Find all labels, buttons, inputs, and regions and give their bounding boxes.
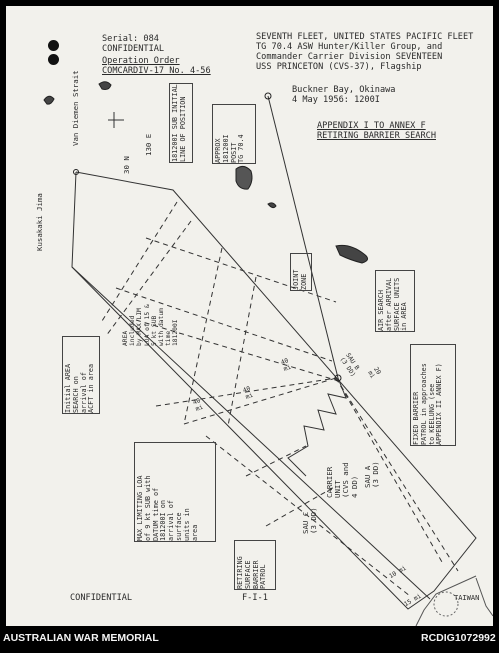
- archive-record-id: RCDIG1072992: [421, 632, 496, 644]
- compass-rose: [433, 591, 459, 617]
- date-time-line: 4 May 1956: 1200I: [292, 95, 380, 105]
- serial-number: Serial: 084: [102, 34, 159, 44]
- island-start-marker: [73, 169, 79, 175]
- initial-area-search-box: Initial AREA SEARCH on arrival of ACFT i…: [62, 336, 100, 414]
- page-number: F-I-1: [242, 593, 268, 603]
- strait-label: Van Diemen Strait: [71, 70, 80, 146]
- datum-marker: [334, 374, 342, 382]
- sau-a-label: SAU A (3 DD): [363, 461, 381, 488]
- operation-order-number: COMCARDIV-17 No. 4-56: [102, 66, 211, 76]
- classification-top: CONFIDENTIAL: [102, 44, 165, 54]
- sau-c-label: SAU C (3 DD): [301, 507, 319, 534]
- island-amami: [235, 165, 253, 190]
- barrier-search-chart: [43, 81, 493, 626]
- island-strait: [43, 95, 55, 105]
- appendix-subtitle: RETIRING BARRIER SEARCH: [317, 131, 436, 141]
- location-line: Buckner Bay, Okinawa: [292, 85, 396, 95]
- island-okinawa: [335, 244, 368, 264]
- flagship-line: USS PRINCETON (CVS-37), Flagship: [256, 62, 422, 72]
- classification-bottom: CONFIDENTIAL: [70, 593, 133, 603]
- group-line: TG 70.4 ASW Hunter/Killer Group, and: [256, 42, 443, 52]
- punch-hole-bottom: [48, 54, 59, 65]
- taiwan-coast: [415, 575, 493, 626]
- limiting-line: [71, 266, 431, 600]
- area-included-label: AREA included by MAX LIM LOA of 15 & 5 k…: [122, 304, 180, 346]
- sub-initial-position-box: 181200I SUB INITIAL LINE OF POSITION: [169, 83, 193, 163]
- operation-order-title: Operation Order: [102, 56, 180, 66]
- retiring-barrier-box: RETIRING SURFACE BARRIER PATROL: [234, 540, 276, 590]
- island-label: Kusakaki Jima: [35, 193, 44, 251]
- island-tokara: [267, 202, 277, 209]
- commander-line: Commander Carrier Division SEVENTEEN: [256, 52, 443, 62]
- max-limiting-loa-box: MAX LIMITING LOA of 9 kt SUB with DATUM …: [134, 442, 216, 542]
- barrier-zigzag: [287, 377, 347, 477]
- dashed-boundaries: [101, 201, 459, 597]
- tg-posit-marker: [264, 92, 272, 100]
- fixed-barrier-box: FIXED BARRIER PATROL in approaches to KE…: [410, 344, 456, 446]
- air-search-box: AIR SEARCH after ARRIVAL SURFACE UNITS i…: [375, 270, 415, 332]
- punch-hole-top: [48, 40, 59, 51]
- document-page: Serial: 084 CONFIDENTIAL Operation Order…: [6, 6, 493, 626]
- carrier-unit-label: CARRIER UNIT (CVS and 4 DD): [325, 462, 359, 498]
- fleet-line: SEVENTH FLEET, UNITED STATES PACIFIC FLE…: [256, 32, 474, 42]
- longitude-label: 130 E: [144, 133, 153, 156]
- approx-posit-box: APPROX 181200I POSIT TG 70.4: [212, 104, 256, 164]
- appendix-title: APPENDIX I TO ANNEX F: [317, 121, 426, 131]
- archive-institution: AUSTRALIAN WAR MEMORIAL: [3, 632, 159, 644]
- track-line: [267, 95, 339, 379]
- latitude-label: 30 N: [122, 156, 131, 174]
- joint-zone-box: JOINT ZONE: [290, 253, 312, 291]
- island-north: [98, 81, 112, 90]
- taiwan-label: TAIWAN: [454, 594, 480, 602]
